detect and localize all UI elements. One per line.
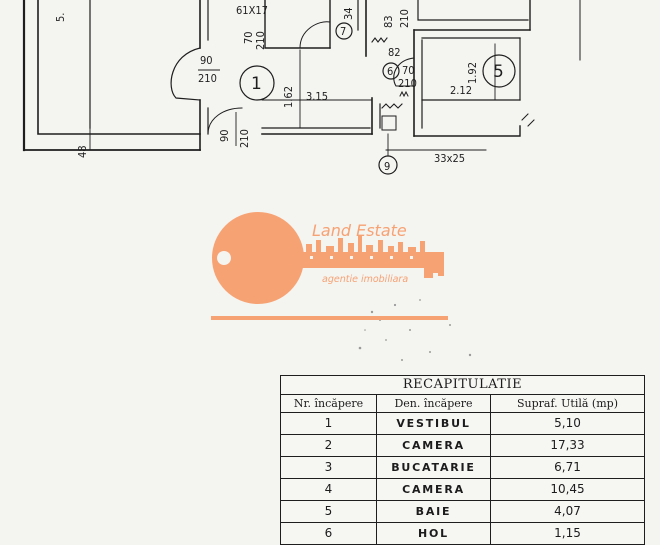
room-label-6: 6: [387, 65, 393, 78]
dim-text-82: 82: [388, 46, 401, 59]
row-nr: 4: [281, 479, 377, 500]
dim-text-162: 1.62: [282, 86, 295, 108]
table-row: 6 HOL 1,15: [281, 523, 644, 545]
row-name: CAMERA: [377, 479, 491, 500]
key-hole-icon: [217, 251, 231, 265]
dim-text-210b: 210: [398, 9, 411, 28]
land-estate-logo: Land Estate agentie imobiliara: [211, 212, 448, 320]
table-row: 5 BAIE 4,07: [281, 501, 644, 523]
dim-text-90b: 90: [218, 129, 231, 142]
room-label-1: 1: [251, 74, 262, 94]
floor-plan-document: 1 5 6 7 9 5. 61X17 70 210 34 83 210 82 7…: [22, 0, 645, 545]
dim-text-5: 5.: [54, 13, 67, 22]
row-name: BUCATARIE: [377, 457, 491, 478]
row-area: 4,07: [554, 504, 581, 518]
door-arc-kitchen: [299, 21, 331, 49]
row-area: 17,33: [550, 438, 585, 452]
dim-text-70a: 70: [242, 31, 255, 44]
dim-text-210c: 210: [398, 77, 417, 90]
wall-bath-bottom-b: [413, 125, 521, 137]
row-area: 10,45: [550, 482, 585, 496]
room-circle-5: [482, 54, 516, 88]
row-area: 6,71: [554, 460, 581, 474]
zigzag-marker-3: [399, 90, 409, 98]
key-shaft-icon: [298, 252, 444, 268]
zigzag-marker-2: [381, 103, 403, 109]
row-area: 5,10: [554, 416, 581, 430]
table-row: 2 CAMERA 17,33: [281, 435, 644, 457]
mark-right: [521, 113, 535, 127]
room-circle-7: [335, 22, 353, 40]
logo-underline: [211, 316, 448, 320]
door-arc-hall: [393, 57, 415, 87]
table-row: 1 VESTIBUL 5,10: [281, 413, 644, 435]
table-row: 4 CAMERA 10,45: [281, 479, 644, 501]
dim-text-83: 83: [382, 15, 395, 28]
recap-table: RECAPITULATIE Nr. încăpere Den. încăpere…: [280, 375, 645, 545]
dim-text-315: 3.15: [306, 90, 328, 103]
logo-tagline: agentie imobiliara: [322, 274, 408, 285]
wall-right-room: [417, 0, 529, 21]
dim-text-210e: 210: [238, 129, 251, 148]
row-nr: 3: [281, 457, 377, 478]
fixture-box: [381, 115, 397, 131]
room-label-9: 9: [384, 160, 390, 173]
dim-text-48: 48: [76, 145, 89, 158]
wall-left-inner: [37, 0, 201, 135]
row-name: CAMERA: [377, 435, 491, 456]
key-bow-icon: [212, 212, 304, 304]
dim-text-61x17: 61X17: [236, 4, 268, 17]
dim-text-34: 34: [342, 7, 355, 20]
row-nr: 5: [281, 501, 377, 522]
key-bit-icon: [424, 268, 444, 278]
dim-text-90a: 90: [200, 54, 213, 67]
dim-text-33x25: 33x25: [434, 152, 465, 165]
row-area: 1,15: [554, 526, 581, 540]
dim-text-212: 2.12: [450, 84, 472, 97]
row-nr: 2: [281, 435, 377, 456]
door-arc-entrance: [170, 47, 201, 101]
recap-title: RECAPITULATIE: [281, 376, 644, 395]
row-nr: 1: [281, 413, 377, 434]
row-name: VESTIBUL: [377, 413, 491, 434]
header-name: Den. încăpere: [377, 395, 491, 412]
scan-speckles: [358, 299, 472, 361]
dim-text-210d: 210: [198, 72, 217, 85]
dim-text-192: 1.92: [466, 62, 479, 84]
zigzag-marker-1: [371, 37, 388, 43]
row-nr: 6: [281, 523, 377, 544]
row-name: HOL: [377, 523, 491, 544]
wall-kitchen-left: [264, 0, 331, 49]
room-circle-1: [239, 65, 275, 101]
row-name: BAIE: [377, 501, 491, 522]
dim-text-70b: 70: [402, 64, 415, 77]
logo-title: Land Estate: [312, 221, 407, 240]
room-circle-9: [378, 155, 398, 175]
header-nr: Nr. încăpere: [281, 395, 377, 412]
door-arc-room: [207, 107, 243, 135]
skyline-icon: [306, 236, 425, 252]
room-label-5: 5: [493, 62, 504, 82]
room-circle-6: [382, 62, 400, 80]
header-area: Supraf. Utilă (mp): [517, 397, 618, 410]
floor-plan-drawing: 1 5 6 7 9 5. 61X17 70 210 34 83 210 82 7…: [22, 0, 581, 361]
dim-text-210a: 210: [254, 31, 267, 50]
room-label-7: 7: [340, 25, 346, 38]
recap-header-row: Nr. încăpere Den. încăpere Supraf. Utilă…: [281, 395, 644, 413]
table-row: 3 BUCATARIE 6,71: [281, 457, 644, 479]
